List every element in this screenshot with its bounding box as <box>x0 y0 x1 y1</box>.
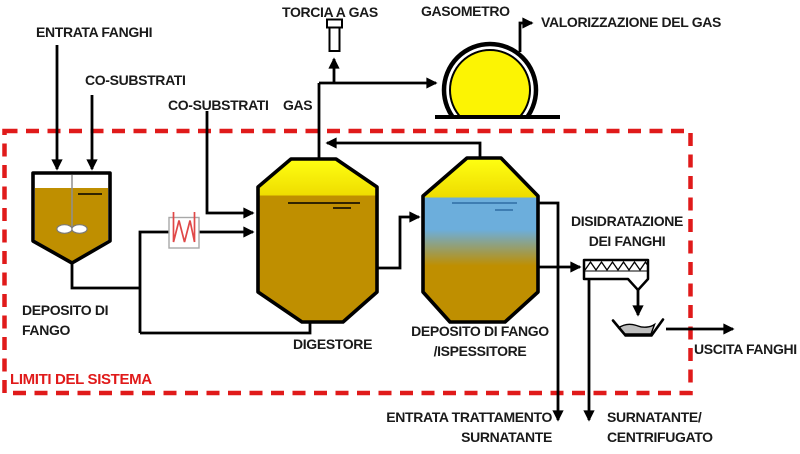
pipe-co-substrati-2 <box>205 111 255 219</box>
thickener-tank <box>421 156 540 324</box>
tank-outline <box>31 171 112 265</box>
label-entrata-trattamento-surnatante: ENTRATA TRATTAMENTO SURNATANTE <box>386 409 552 445</box>
thickener-outline <box>421 156 540 324</box>
label-gas: GAS <box>283 97 313 113</box>
gas-flare-icon <box>326 18 343 52</box>
mixer-icon <box>56 175 88 234</box>
gas-holder <box>435 41 560 119</box>
digester-tank <box>256 157 379 324</box>
pipe-tank-outlet <box>70 263 140 290</box>
label-torcia-a-gas: TORCIA A GAS <box>282 4 378 20</box>
label-digestore: DIGESTORE <box>293 336 373 352</box>
screw-press-icon <box>582 258 650 292</box>
label-surnatante-centrifugato: SURNATANTE/ CENTRIFUGATO <box>607 409 713 445</box>
pipe-digester-to-thickener <box>377 211 421 270</box>
pipe-gas-valorizzazione <box>518 17 534 52</box>
label-co-substrati-2: CO-SUBSTRATI <box>168 97 269 113</box>
system-boundary <box>2 128 693 396</box>
label-gasometro: GASOMETRO <box>421 3 510 19</box>
label-disidratazione: DISIDRATAZIONE DEI FANGHI <box>570 213 684 249</box>
thickener-fill <box>423 158 538 322</box>
pipe-recirculation-return <box>140 322 312 335</box>
sludge-storage-tank <box>31 171 112 265</box>
label-deposito-ispessitore: DEPOSITO DI FANGO /ISPESSITORE <box>411 323 549 359</box>
label-deposito-di-fango: DEPOSITO DI FANGO <box>22 302 109 338</box>
label-uscita-fanghi: USCITA FANGHI <box>694 341 797 357</box>
label-co-substrati-1: CO-SUBSTRATI <box>85 72 186 88</box>
pipe-gas-from-thickener <box>325 137 482 158</box>
pipe-surnatante-out <box>538 201 564 422</box>
label-limiti-del-sistema: LIMITI DEL SISTEMA <box>10 371 152 388</box>
digester-sludge-fill <box>258 159 377 322</box>
pipe-feed-to-digester <box>138 226 255 333</box>
heat-exchanger-icon <box>168 212 200 249</box>
label-valorizzazione-del-gas: VALORIZZAZIONE DEL GAS <box>541 14 722 30</box>
digester-gas-space <box>258 159 377 196</box>
label-entrata-fanghi: ENTRATA FANGHI <box>36 24 153 40</box>
digester-outline <box>256 157 379 324</box>
sludge-cake-bowl-icon <box>611 318 665 337</box>
